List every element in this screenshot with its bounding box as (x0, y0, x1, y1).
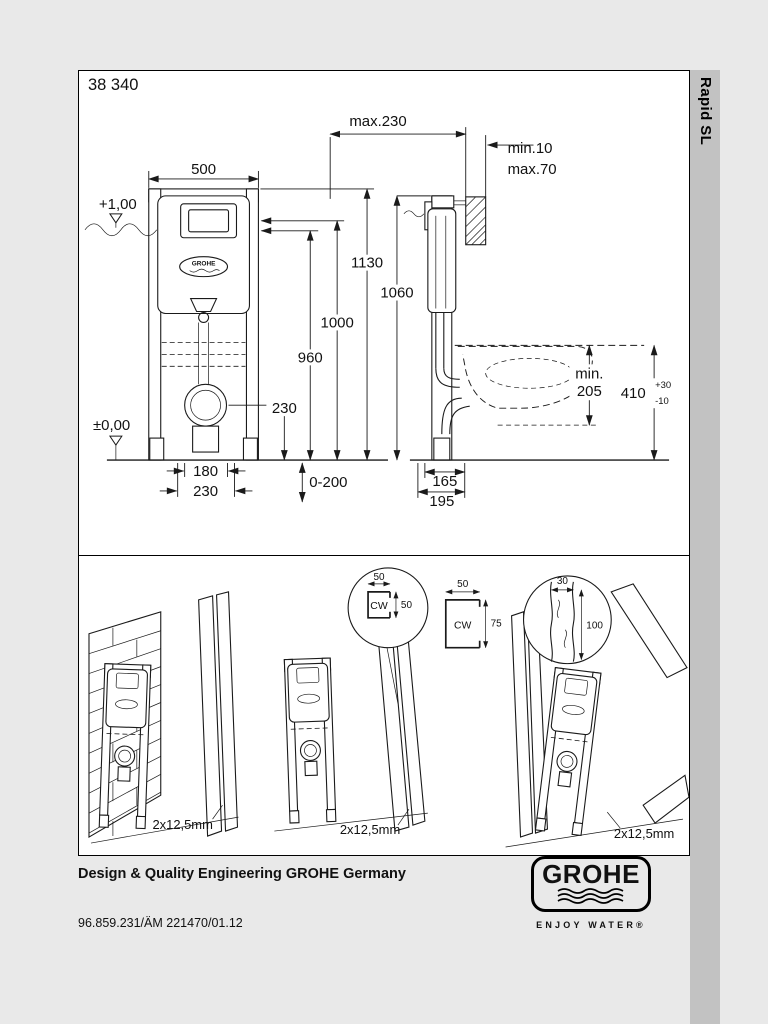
break-wave-side (403, 210, 425, 218)
left-foot (149, 437, 165, 461)
install-panel-cw-stud: 50 CW 50 2x12,5mm (274, 567, 429, 837)
frame-unit-3 (534, 667, 602, 836)
cistern-logo-oval (179, 256, 229, 278)
dim-1000: 1000 (321, 314, 354, 331)
panel2-board-note: 2x12,5mm (340, 822, 400, 837)
wall-bracket (431, 195, 455, 209)
wall-hatching (465, 196, 486, 245)
dim-410-tol-plus: +30 (655, 380, 671, 391)
grohe-logo-box: GROHE (531, 856, 651, 912)
dim-410: 410 (621, 385, 646, 402)
dim-min10: min.10 (508, 140, 553, 157)
angled-board (610, 583, 688, 679)
dim-960: 960 (298, 349, 323, 366)
cistern-logo-text: GROHE (192, 261, 216, 268)
installation-drawings: 2x12,5mm 50 CW 50 (88, 567, 689, 848)
cw75-side-dim: 75 (491, 619, 503, 630)
install-panel-brick-wall: 2x12,5mm (88, 591, 239, 844)
product-number: 38 340 (88, 76, 139, 94)
cistern-side (427, 208, 457, 314)
cw50-label: CW (370, 601, 388, 612)
dim-205: 205 (577, 383, 602, 400)
drawing-frame: 38 340 (78, 70, 690, 856)
installation-section: 2x12,5mm 50 CW 50 (79, 556, 689, 853)
series-tab-label: Rapid SL (697, 77, 714, 146)
dim-1130: 1130 (351, 255, 383, 272)
mounting-zone-dashed (161, 342, 246, 367)
level-marks: +1,00 ±0,00 (84, 196, 158, 461)
dim-foot-range: 0-200 (309, 474, 347, 491)
panel1-board-note: 2x12,5mm (152, 817, 212, 832)
side-view-dimensions: max.230 min.10 max.70 min. 205 410 +30 -… (329, 113, 671, 510)
waste-outlet (192, 425, 220, 453)
detail-callout-circle (347, 567, 429, 649)
timber-callout-circle (522, 575, 612, 665)
right-foot (242, 437, 258, 461)
angled-board (642, 774, 689, 824)
dim-195: 195 (429, 493, 454, 510)
frame-unit-2 (283, 657, 337, 824)
install-panel-timber: 50 CW 75 30 100 2x12,5mm (444, 575, 689, 848)
dim-165: 165 (432, 473, 457, 490)
side-view-drawing (403, 195, 670, 461)
dimension-drawing-section: GROHE (79, 71, 689, 556)
footer-tagline: Design & Quality Engineering GROHE Germa… (78, 866, 406, 882)
dim-500: 500 (191, 161, 216, 178)
cw-profile-75 (444, 599, 480, 649)
cw75-label: CW (454, 621, 472, 632)
actuation-plate (180, 203, 238, 239)
cw75-top-dim: 50 (457, 579, 469, 590)
drywall-board (215, 591, 239, 832)
level-plus-triangle (108, 213, 123, 224)
dim-1060: 1060 (380, 285, 413, 302)
dim-max230: max.230 (349, 113, 406, 130)
dim-230-bottom: 230 (193, 483, 218, 500)
metal-stud (511, 611, 534, 838)
cw-profile-50 (367, 591, 390, 619)
foot-side (433, 437, 451, 461)
front-view-dimensions: 500 230 960 1000 1130 1060 180 230 0-200 (148, 161, 431, 503)
grohe-slogan: ENJOY WATER® (536, 920, 646, 930)
dim-180: 180 (193, 463, 218, 480)
dim-230-height: 230 (272, 400, 297, 417)
timber-grain (550, 581, 553, 662)
grohe-waves-icon (557, 888, 624, 905)
level-zero-triangle (108, 435, 123, 446)
break-wave-line (84, 223, 158, 237)
cw50-side-dim: 50 (401, 600, 413, 611)
drain-bend (441, 397, 462, 435)
cw50-top-dim: 50 (373, 572, 385, 583)
technical-drawing: GROHE (84, 113, 671, 510)
grohe-logo: GROHE ENJOY WATER® (531, 856, 651, 930)
dim-max70: max.70 (508, 161, 557, 178)
dim-410-tol-minus: -10 (655, 396, 669, 407)
cistern (157, 195, 250, 315)
timber-side-dim: 100 (586, 621, 603, 632)
grohe-logo-text: GROHE (542, 859, 640, 889)
front-view-drawing: GROHE (106, 188, 388, 461)
fill-valve (189, 297, 218, 313)
footer-doc-code: 96.859.231/ÄM 221470/01.12 (78, 916, 243, 930)
drywall-board (198, 595, 223, 837)
series-side-band: Rapid SL (690, 70, 720, 1024)
level-plus-label: +1,00 (99, 196, 137, 213)
dim-min-label: min. (575, 365, 603, 382)
timber-top-dim: 30 (557, 576, 569, 587)
level-zero-label: ±0,00 (93, 417, 130, 434)
panel3-board-note: 2x12,5mm (614, 826, 674, 841)
